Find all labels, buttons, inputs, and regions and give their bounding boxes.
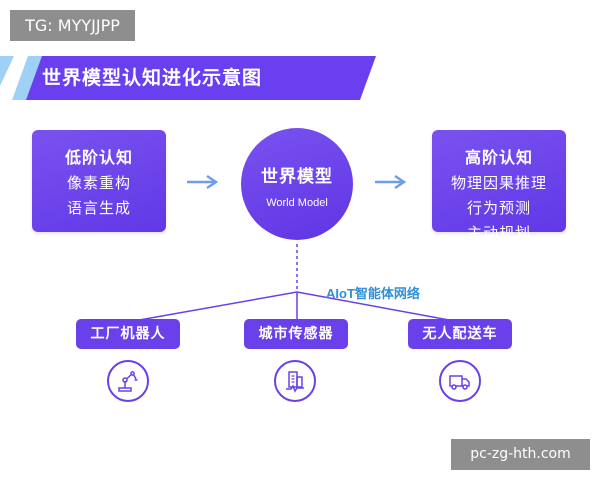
high-cognition-item: 主动规划 [466, 224, 531, 242]
node-factory-robot: 工厂机器人 [76, 319, 180, 349]
low-cognition-title: 低阶认知 [64, 148, 133, 167]
low-cognition-item: 语言生成 [66, 199, 131, 217]
arrow-right-icon [375, 174, 407, 190]
world-model-node: 世界模型 World Model [241, 128, 353, 240]
banner-shape [0, 56, 376, 100]
delivery-truck-icon [439, 360, 481, 402]
high-cognition-item: 行为预测 [466, 199, 531, 217]
link-line-left [127, 291, 298, 323]
high-cognition-box: 高阶认知 物理因果推理 行为预测 主动规划 [432, 130, 566, 242]
world-model-subtitle: World Model [266, 197, 328, 209]
city-sensor-icon [274, 360, 316, 402]
node-city-sensor: 城市传感器 [244, 319, 348, 349]
high-cognition-item: 物理因果推理 [450, 174, 547, 192]
watermark-bottom: pc-zg-hth.com [451, 439, 590, 470]
link-line-right [296, 291, 461, 323]
network-label: AIoT智能体网络 [326, 286, 420, 301]
diagram-title: 世界模型认知进化示意图 [42, 67, 263, 89]
title-banner: 世界模型认知进化示意图 [0, 56, 380, 100]
node-delivery-vehicle: 无人配送车 [408, 319, 512, 349]
arrow-right-icon [187, 174, 219, 190]
low-cognition-item: 像素重构 [66, 174, 131, 192]
world-model-title: 世界模型 [261, 167, 333, 187]
robot-arm-icon [107, 360, 149, 402]
watermark-top: TG: MYYJJPP [10, 10, 135, 41]
low-cognition-box: 低阶认知 像素重构 语言生成 [32, 130, 166, 232]
high-cognition-title: 高阶认知 [464, 148, 533, 167]
